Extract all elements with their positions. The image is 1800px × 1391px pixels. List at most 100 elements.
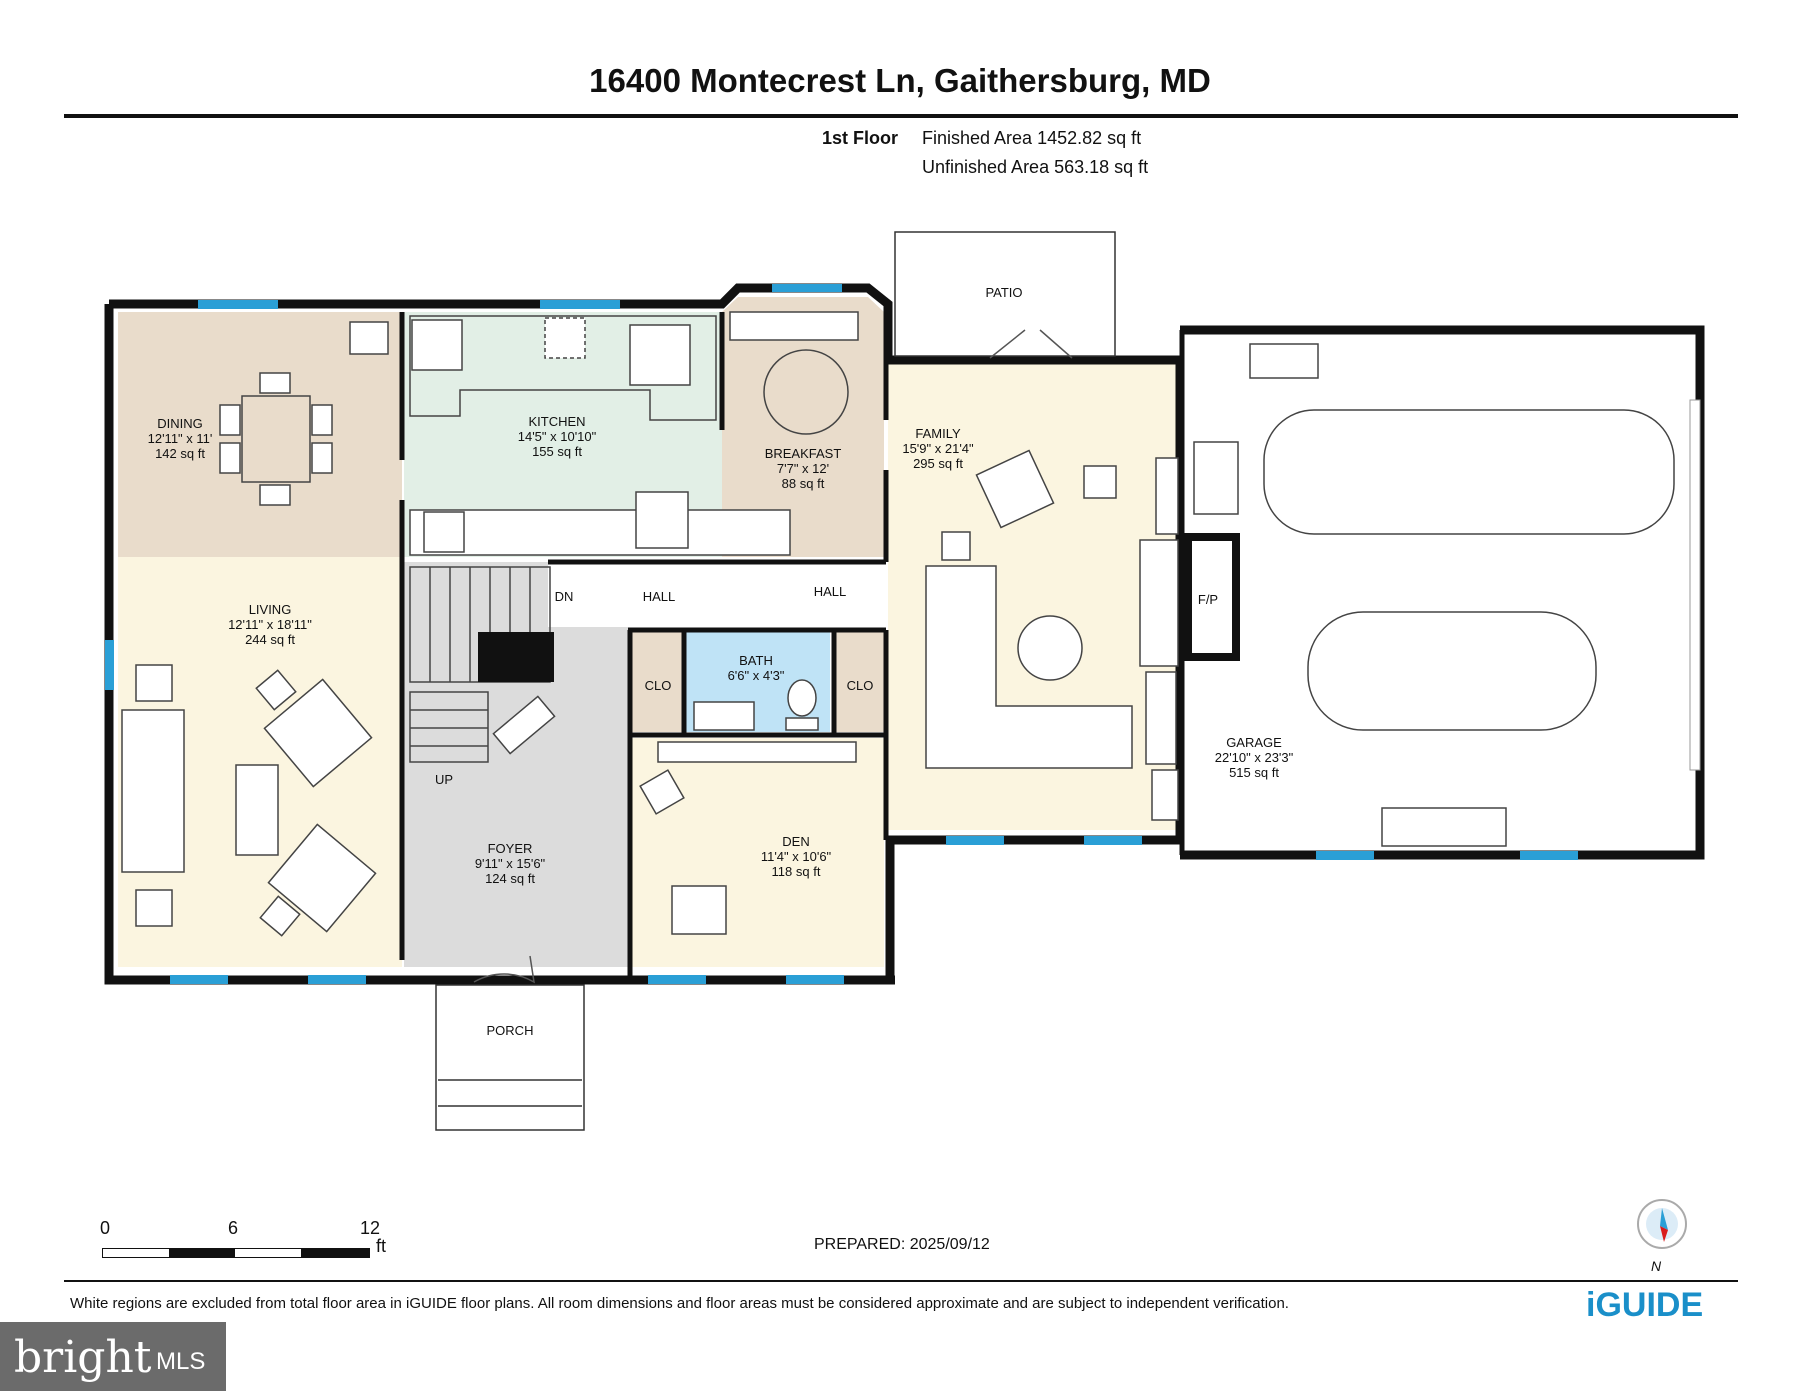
unfinished-area: Unfinished Area 563.18 sq ft	[922, 157, 1149, 177]
dining-chair	[311, 442, 333, 474]
living-armchair	[263, 678, 373, 788]
breakfast-dims: 7'7" x 12'	[777, 461, 829, 476]
living-end-table	[135, 889, 173, 927]
compass-icon	[1637, 1199, 1687, 1249]
family-label: FAMILY	[915, 426, 961, 441]
dining-buffet	[349, 321, 389, 355]
den-armchair	[671, 885, 727, 935]
patio-label: PATIO	[985, 285, 1022, 300]
foyer-label: FOYER	[488, 841, 533, 856]
porch	[435, 984, 585, 1131]
window	[772, 284, 842, 292]
family-cabinet	[1151, 769, 1179, 821]
closet-1	[632, 632, 682, 732]
living-coffee-table	[235, 764, 279, 856]
dining-chair	[219, 442, 241, 474]
floor-label: 1st Floor	[822, 128, 899, 148]
living-armchair	[267, 823, 377, 933]
compass-north-label: N	[1651, 1258, 1662, 1274]
living-ottoman	[259, 895, 301, 937]
scale-track	[102, 1248, 370, 1258]
porch-label: PORCH	[487, 1023, 534, 1038]
garage-shelf	[1193, 441, 1239, 515]
living-ottoman	[255, 669, 297, 711]
patio-door	[989, 329, 1073, 359]
breakfast-table	[763, 349, 849, 435]
hall-label-1: HALL	[643, 589, 676, 604]
living-end-table	[135, 664, 173, 702]
kitchen-area: 155 sq ft	[532, 444, 582, 459]
family-side-table	[1083, 465, 1117, 499]
hall-1	[548, 562, 766, 627]
garage-dims: 22'10" x 23'3"	[1215, 750, 1294, 765]
scale-tick-6: 6	[228, 1218, 239, 1238]
family-cabinet	[1139, 539, 1179, 667]
window	[946, 836, 1004, 845]
den-shelf	[657, 741, 857, 763]
bath-label: BATH	[739, 653, 773, 668]
family-area: 295 sq ft	[913, 456, 963, 471]
window	[105, 640, 114, 690]
dining-chair	[259, 372, 291, 394]
title-divider	[64, 114, 1738, 118]
stove	[411, 319, 463, 371]
dining-chair	[311, 404, 333, 436]
stair-void	[478, 632, 554, 682]
room-labels: DINING 12'11" x 11' 142 sq ft KITCHEN 14…	[148, 285, 1294, 1038]
den-side-table	[639, 769, 685, 815]
family-coffee-table	[1017, 615, 1083, 681]
scale-tick-0: 0	[100, 1218, 111, 1238]
kitchen-dims: 14'5" x 10'10"	[518, 429, 597, 444]
window	[1520, 851, 1578, 860]
foyer-bench	[492, 695, 556, 755]
scale-bar: 0 6 12 ft	[100, 1218, 400, 1258]
finished-area: Finished Area 1452.82 sq ft	[922, 128, 1142, 148]
window	[540, 300, 620, 309]
stair-down-label: DN	[555, 589, 574, 604]
den-dims: 11'4" x 10'6"	[761, 849, 832, 864]
dining-label: DINING	[157, 416, 203, 431]
foyer-room	[404, 562, 628, 967]
bright-logo-text: bright	[14, 1332, 152, 1383]
bath-dims: 6'6" x 4'3"	[728, 668, 785, 683]
living-area: 244 sq ft	[245, 632, 295, 647]
breakfast-bench	[729, 311, 859, 341]
scale-tick-12: 12	[360, 1218, 381, 1238]
family-side-table	[941, 531, 971, 561]
family-cabinet	[1145, 671, 1177, 765]
closet-label-2: CLO	[847, 678, 874, 693]
patio	[894, 231, 1116, 357]
garage-area: 515 sq ft	[1229, 765, 1279, 780]
foyer-dims: 9'11" x 15'6"	[475, 856, 546, 871]
bright-mls-watermark: bright MLS	[0, 1322, 226, 1391]
mls-logo-text: MLS	[156, 1348, 206, 1375]
stair-up	[409, 691, 489, 763]
plan-title: 16400 Montecrest Ln, Gaithersburg, MD	[589, 62, 1211, 99]
closet-2	[836, 632, 884, 732]
garage-shelf	[1381, 807, 1507, 847]
living-sofa	[121, 709, 185, 873]
window	[1084, 836, 1142, 845]
garage-shelf	[1249, 343, 1319, 379]
stair-up-label: UP	[435, 772, 453, 787]
garage-truck	[1263, 409, 1675, 535]
garage-door	[1689, 399, 1701, 771]
dining-chair	[219, 404, 241, 436]
dining-table	[241, 395, 311, 483]
garage-label: GARAGE	[1226, 735, 1282, 750]
front-door	[473, 955, 535, 984]
prepared-date: PREPARED: 2025/09/12	[814, 1236, 990, 1253]
garage-car	[1307, 611, 1597, 731]
window	[786, 975, 844, 984]
toilet	[787, 679, 817, 717]
stair-lines	[410, 567, 531, 747]
closet-label-1: CLO	[645, 678, 672, 693]
fireplace	[1184, 533, 1240, 661]
hall-2	[766, 562, 886, 627]
fireplace-label: F/P	[1198, 592, 1218, 607]
den-label: DEN	[782, 834, 809, 849]
bath-vanity	[693, 701, 755, 731]
sink	[629, 324, 691, 386]
hall-label-2: HALL	[814, 584, 847, 599]
